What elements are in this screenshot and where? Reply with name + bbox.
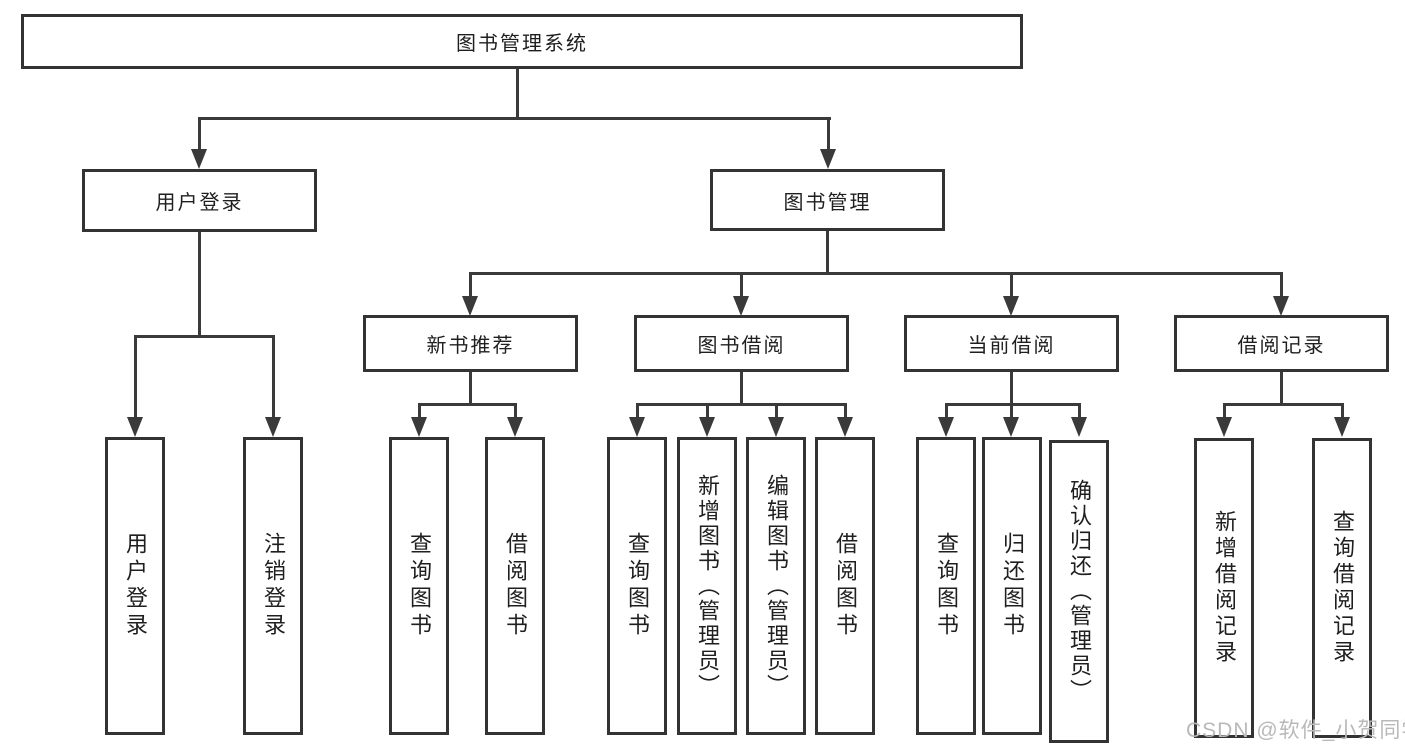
connector-line <box>775 403 778 419</box>
node-leaf-query-borrow-record: 查询借阅记录 <box>1312 438 1372 738</box>
connector-line <box>1010 403 1013 419</box>
node-leaf-confirm-return-admin: 确认归还（管理员） <box>1049 440 1109 743</box>
arrow-down-icon <box>820 149 836 169</box>
arrow-down-icon <box>1071 417 1087 437</box>
connector-line <box>198 117 201 151</box>
connector-line <box>134 335 275 338</box>
connector-line <box>945 403 948 419</box>
node-new-book-recommend: 新书推荐 <box>363 315 578 372</box>
connector-line <box>740 272 743 298</box>
node-leaf-borrow-book-2: 借阅图书 <box>815 437 875 735</box>
connector-line <box>706 403 709 419</box>
arrow-down-icon <box>1334 417 1350 437</box>
arrow-down-icon <box>768 417 784 437</box>
connector-line <box>636 403 846 406</box>
connector-line <box>516 69 519 119</box>
arrow-down-icon <box>127 417 143 437</box>
connector-line <box>1010 371 1013 406</box>
arrow-down-icon <box>1216 417 1232 437</box>
connector-line <box>1280 272 1283 298</box>
connector-line <box>469 272 472 298</box>
node-leaf-query-book-3: 查询图书 <box>916 437 976 735</box>
connector-line <box>1010 272 1013 298</box>
arrow-down-icon <box>507 417 523 437</box>
connector-line <box>134 335 137 419</box>
arrow-down-icon <box>837 417 853 437</box>
connector-line <box>1223 403 1226 419</box>
node-leaf-add-borrow-record: 新增借阅记录 <box>1194 438 1254 738</box>
arrow-down-icon <box>1003 417 1019 437</box>
csdn-watermark: CSDN @软件_小贺同学 <box>1186 719 1405 742</box>
arrow-down-icon <box>265 417 281 437</box>
node-borrow-record: 借阅记录 <box>1174 315 1389 372</box>
node-leaf-query-book-2: 查询图书 <box>607 437 667 735</box>
connector-line <box>418 403 421 419</box>
arrow-down-icon <box>629 417 645 437</box>
connector-line <box>1280 371 1283 406</box>
node-leaf-edit-book-admin: 编辑图书（管理员） <box>746 437 806 735</box>
node-leaf-borrow-book-1: 借阅图书 <box>485 437 545 735</box>
connector-line <box>198 117 831 120</box>
arrow-down-icon <box>191 149 207 169</box>
connector-line <box>272 335 275 419</box>
connector-line <box>827 117 830 151</box>
arrow-down-icon <box>938 417 954 437</box>
connector-line <box>740 371 743 406</box>
connector-line <box>844 403 847 419</box>
connector-line <box>1223 403 1343 406</box>
connector-line <box>418 403 517 406</box>
connector-line <box>198 232 201 338</box>
node-book-management: 图书管理 <box>710 169 945 231</box>
node-user-login: 用户登录 <box>82 169 317 232</box>
node-leaf-return-book: 归还图书 <box>982 437 1042 735</box>
node-leaf-logout: 注销登录 <box>243 437 303 735</box>
arrow-down-icon <box>1003 296 1019 316</box>
connector-line <box>1078 403 1081 419</box>
connector-line <box>826 231 829 274</box>
connector-line <box>514 403 517 419</box>
node-leaf-add-book-admin: 新增图书（管理员） <box>677 437 737 735</box>
connector-line <box>469 272 1281 275</box>
connector-line <box>469 371 472 406</box>
node-book-borrow: 图书借阅 <box>634 315 849 372</box>
arrow-down-icon <box>411 417 427 437</box>
node-root: 图书管理系统 <box>21 14 1023 69</box>
connector-line <box>1341 403 1344 419</box>
node-current-borrow: 当前借阅 <box>904 315 1119 372</box>
arrow-down-icon <box>699 417 715 437</box>
arrow-down-icon <box>462 296 478 316</box>
arrow-down-icon <box>733 296 749 316</box>
node-leaf-query-book-1: 查询图书 <box>389 437 449 735</box>
connector-line <box>636 403 639 419</box>
arrow-down-icon <box>1273 296 1289 316</box>
node-leaf-user-login: 用户登录 <box>105 437 165 735</box>
